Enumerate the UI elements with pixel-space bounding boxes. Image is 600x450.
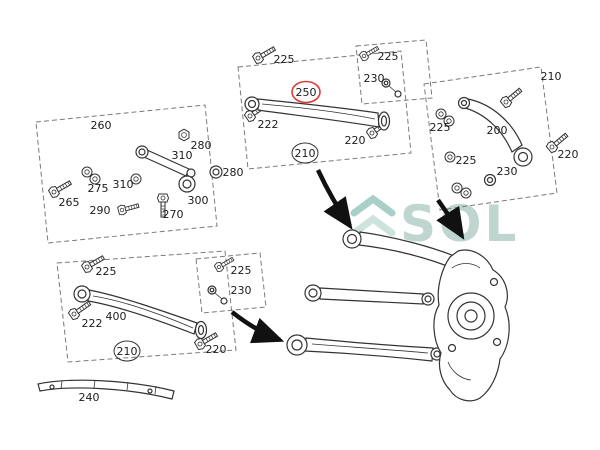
washer-icon: [212, 168, 220, 176]
part-label-right-230: 230: [497, 165, 518, 178]
part-label-upper-222: 222: [258, 118, 279, 131]
kit-box-lower: [56, 250, 237, 363]
bolt-icon: [498, 85, 525, 110]
kit-right-parts: [435, 85, 571, 199]
assembly-middle-link: [304, 284, 435, 306]
arrow-upper-kit-to-assembly: [315, 169, 353, 230]
control-arm-250-drawing: [244, 96, 391, 131]
part-label-lower-210: 210: [117, 345, 138, 358]
control-arm-400-drawing: [73, 285, 208, 340]
part-label-240: 240: [79, 391, 100, 404]
part-label-lower-225: 225: [96, 265, 117, 278]
part-label-lowersub-225: 225: [231, 264, 252, 277]
part-label-right-200: 200: [487, 124, 508, 137]
kit-lower-parts: [67, 252, 220, 362]
assembly-lower-arm: [286, 334, 444, 362]
part-label-250-highlighted: 250: [296, 86, 317, 99]
part-label-right-220: 220: [558, 148, 579, 161]
part-label-left-310a: 310: [172, 149, 193, 162]
kit-upper-parts: [243, 43, 392, 164]
part-label-left-300: 300: [188, 194, 209, 207]
control-arm-200-drawing: [457, 96, 533, 167]
highlight-circle-250: [291, 80, 321, 104]
part-label-right-225a: 225: [430, 121, 451, 134]
sol-logo-chevron-bottom-icon: [350, 214, 396, 237]
nut-icon: [178, 128, 190, 142]
assembly-ref-circle: [291, 142, 319, 164]
part-label-left-290: 290: [90, 204, 111, 217]
part-label-uppersub-230: 230: [364, 72, 385, 85]
sol-logo-chevron-top-icon: [350, 194, 396, 217]
kit-box-upper: [237, 50, 412, 170]
assembly-ref-circle: [113, 340, 141, 362]
part-label-left-280a: 280: [191, 139, 212, 152]
assembly-knuckle: [433, 249, 510, 402]
arrow-right-kit-to-assembly: [436, 198, 465, 240]
kit-lower-sub-parts: [207, 254, 236, 305]
part-label-lower-400: 400: [106, 310, 127, 323]
part-label-lower-222: 222: [82, 317, 103, 330]
part-label-lower-220: 220: [206, 343, 227, 356]
part-label-right-225b: 225: [456, 154, 477, 167]
rear-axle-assembly: [286, 229, 510, 402]
part-label-left-310b: 310: [113, 178, 134, 191]
part-label-upper-225: 225: [274, 53, 295, 66]
kit-left-parts: [47, 128, 223, 218]
washer-icon: [460, 187, 472, 199]
kit-box-lower-sub: [195, 252, 267, 314]
kit-box-right: [423, 66, 558, 211]
part-label-left-260: 260: [91, 119, 112, 132]
part-label-lowersub-230: 230: [231, 284, 252, 297]
washer-icon: [451, 182, 463, 194]
kit-box-upper-sub: [355, 39, 433, 105]
bushing-icon: [486, 176, 494, 184]
part-label-left-280b: 280: [223, 166, 244, 179]
link-310-drawing: [135, 145, 196, 178]
washer-icon: [435, 108, 447, 120]
washer-icon: [81, 166, 93, 178]
bushing-icon: [182, 179, 192, 189]
part-label-left-265: 265: [59, 196, 80, 209]
part-label-right-210: 210: [541, 70, 562, 83]
kit-box-left: [35, 104, 218, 244]
part-label-left-275: 275: [88, 182, 109, 195]
kit-upper-sub-parts: [358, 43, 402, 98]
part-label-uppersub-225: 225: [378, 50, 399, 63]
part-label-upper-210: 210: [295, 147, 316, 160]
part-label-left-270: 270: [163, 208, 184, 221]
washer-icon: [444, 151, 456, 163]
bolt-icon: [116, 200, 141, 217]
arrow-lower-kit-to-assembly: [230, 310, 285, 344]
bracket-240-drawing: [37, 379, 175, 400]
part-label-upper-220: 220: [345, 134, 366, 147]
